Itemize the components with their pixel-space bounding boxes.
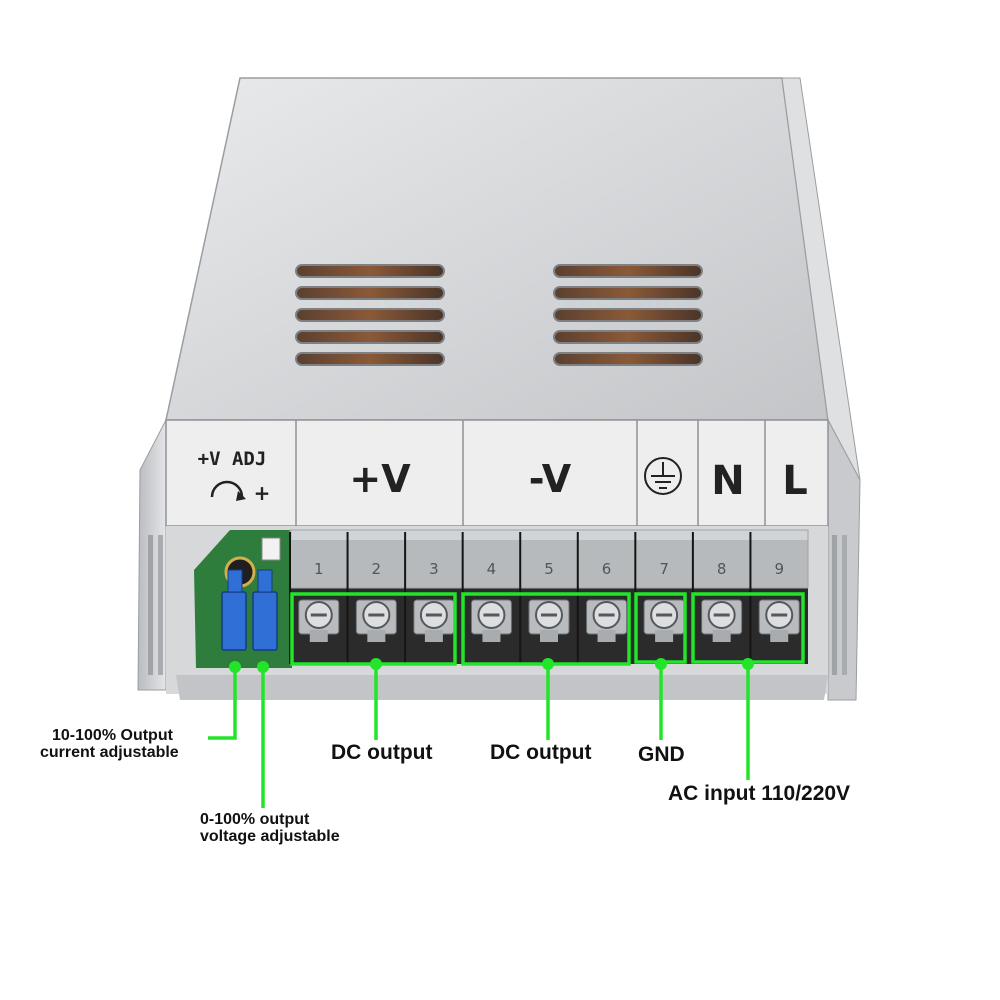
terminal-number: 6 xyxy=(602,560,612,578)
current-adjust-line2: current adjustable xyxy=(40,743,179,761)
rotate-arrow-icon xyxy=(210,480,244,498)
pcb-board xyxy=(194,530,292,668)
terminal-number: 4 xyxy=(487,560,497,578)
terminal-number: 3 xyxy=(429,560,439,578)
adj-label: +V ADJ xyxy=(198,448,267,470)
vent-slot xyxy=(295,286,445,300)
terminal-number: 1 xyxy=(314,560,324,578)
front-label-panel: +V ADJ + +V -V N L xyxy=(165,419,829,527)
gnd-label: GND xyxy=(638,743,685,766)
voltage-adjust-pot[interactable] xyxy=(252,591,278,651)
terminal-number: 2 xyxy=(372,560,382,578)
voltage-adjust-callout: 0-100% output voltage adjustable xyxy=(200,811,340,846)
current-adjust-pot[interactable] xyxy=(221,591,247,651)
terminal-number: 7 xyxy=(659,560,669,578)
terminal-number: 5 xyxy=(544,560,554,578)
vent-slot xyxy=(553,330,703,344)
terminal-4[interactable]: 4 xyxy=(461,532,512,664)
terminal-6[interactable]: 6 xyxy=(576,532,628,664)
terminal-5[interactable]: 5 xyxy=(519,532,570,664)
adj-plus-label: + xyxy=(254,481,271,505)
terminal-1[interactable]: 1 xyxy=(289,532,340,664)
vent-slots-right xyxy=(553,264,703,366)
vent-slot xyxy=(553,352,703,366)
vent-slot xyxy=(553,286,703,300)
terminal-9[interactable]: 9 xyxy=(749,532,800,664)
voltage-adjust-line2: voltage adjustable xyxy=(200,827,340,845)
vent-slot xyxy=(553,264,703,278)
voltage-adjust-line1: 0-100% output xyxy=(200,811,310,828)
terminal-2[interactable]: 2 xyxy=(346,532,397,664)
dc-output-label-2: DC output xyxy=(490,741,592,764)
leader-lines xyxy=(208,664,750,808)
terminal-number: 8 xyxy=(717,560,727,578)
vent-slot xyxy=(295,330,445,344)
vent-slot xyxy=(553,308,703,322)
vent-slot xyxy=(295,264,445,278)
current-adjust-line1: 10-100% Output xyxy=(52,727,173,744)
dc-output-label-1: DC output xyxy=(331,741,433,764)
vent-slot xyxy=(295,352,445,366)
l-label: L xyxy=(782,458,808,504)
ground-symbol-icon xyxy=(644,457,682,495)
vent-slot xyxy=(295,308,445,322)
plus-v-label: +V xyxy=(349,457,411,501)
terminal-block: 1 2 3 4 5 6 7 8 9 xyxy=(289,529,809,664)
terminal-3[interactable]: 3 xyxy=(404,532,455,664)
current-adjust-callout: 10-100% Output current adjustable xyxy=(40,727,179,762)
minus-v-label: -V xyxy=(529,457,572,501)
leader-dots xyxy=(229,658,754,673)
ac-input-label: AC input 110/220V xyxy=(668,782,851,805)
vent-slots-left xyxy=(295,264,445,366)
terminal-number: 9 xyxy=(774,560,784,578)
n-label: N xyxy=(711,458,744,504)
